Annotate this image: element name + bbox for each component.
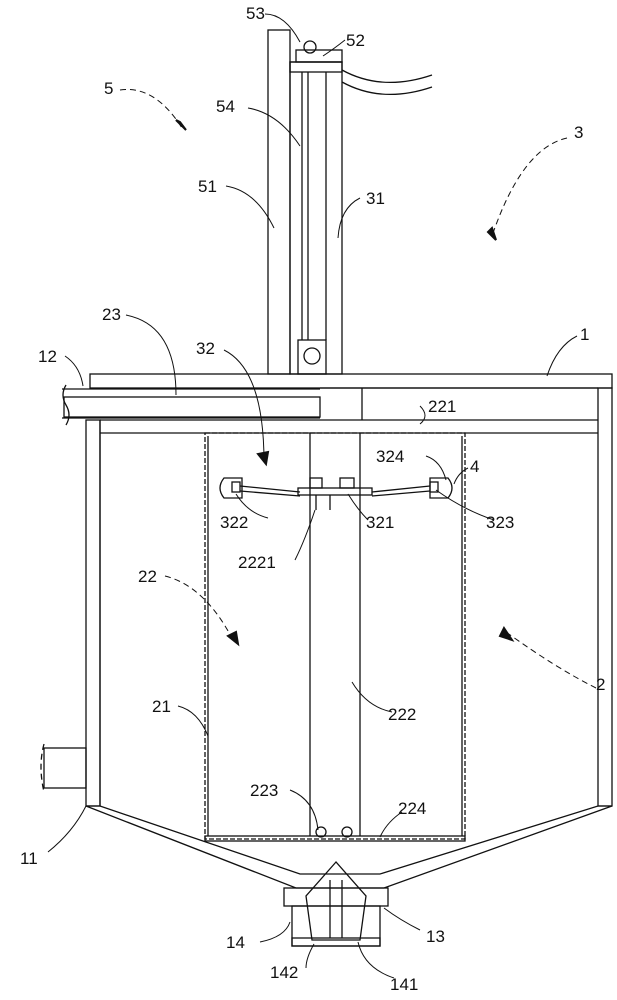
- label-4: 4: [470, 457, 479, 476]
- label-23: 23: [102, 305, 121, 324]
- label-13: 13: [426, 927, 445, 946]
- part-labels: 53 52 5 54 3 51 31 23 32 12 1 221 324 4 …: [20, 4, 605, 994]
- inner-basket: [204, 432, 466, 842]
- label-2: 2: [596, 675, 605, 694]
- central-shaft: [309, 433, 361, 838]
- label-53: 53: [246, 4, 265, 23]
- label-223: 223: [250, 781, 278, 800]
- label-141: 141: [390, 975, 418, 994]
- label-221: 221: [428, 397, 456, 416]
- label-31: 31: [366, 189, 385, 208]
- side-outlet: [40, 743, 87, 793]
- stirring-arm: [219, 477, 453, 510]
- label-324: 324: [376, 447, 404, 466]
- label-32: 32: [196, 339, 215, 358]
- label-222: 222: [388, 705, 416, 724]
- beam-221: [100, 387, 598, 434]
- bottom-discharge: [283, 861, 389, 947]
- label-1: 1: [580, 325, 589, 344]
- inlet-pipe: [62, 384, 321, 426]
- label-142: 142: [270, 963, 298, 982]
- label-224: 224: [398, 799, 426, 818]
- label-322: 322: [220, 513, 248, 532]
- label-14: 14: [226, 933, 245, 952]
- label-2221: 2221: [238, 553, 276, 572]
- leader-lines: [47, 13, 597, 979]
- tank-body: [85, 373, 613, 889]
- label-3: 3: [574, 123, 583, 142]
- label-11: 11: [20, 849, 38, 868]
- label-12: 12: [38, 347, 57, 366]
- label-51: 51: [198, 177, 217, 196]
- label-323: 323: [486, 513, 514, 532]
- label-54: 54: [216, 97, 235, 116]
- label-22: 22: [138, 567, 157, 586]
- label-21: 21: [152, 697, 171, 716]
- label-52: 52: [346, 31, 365, 50]
- lifting-column: [267, 29, 433, 375]
- arrowheads: [175, 119, 515, 647]
- label-321: 321: [366, 513, 394, 532]
- label-5: 5: [104, 79, 113, 98]
